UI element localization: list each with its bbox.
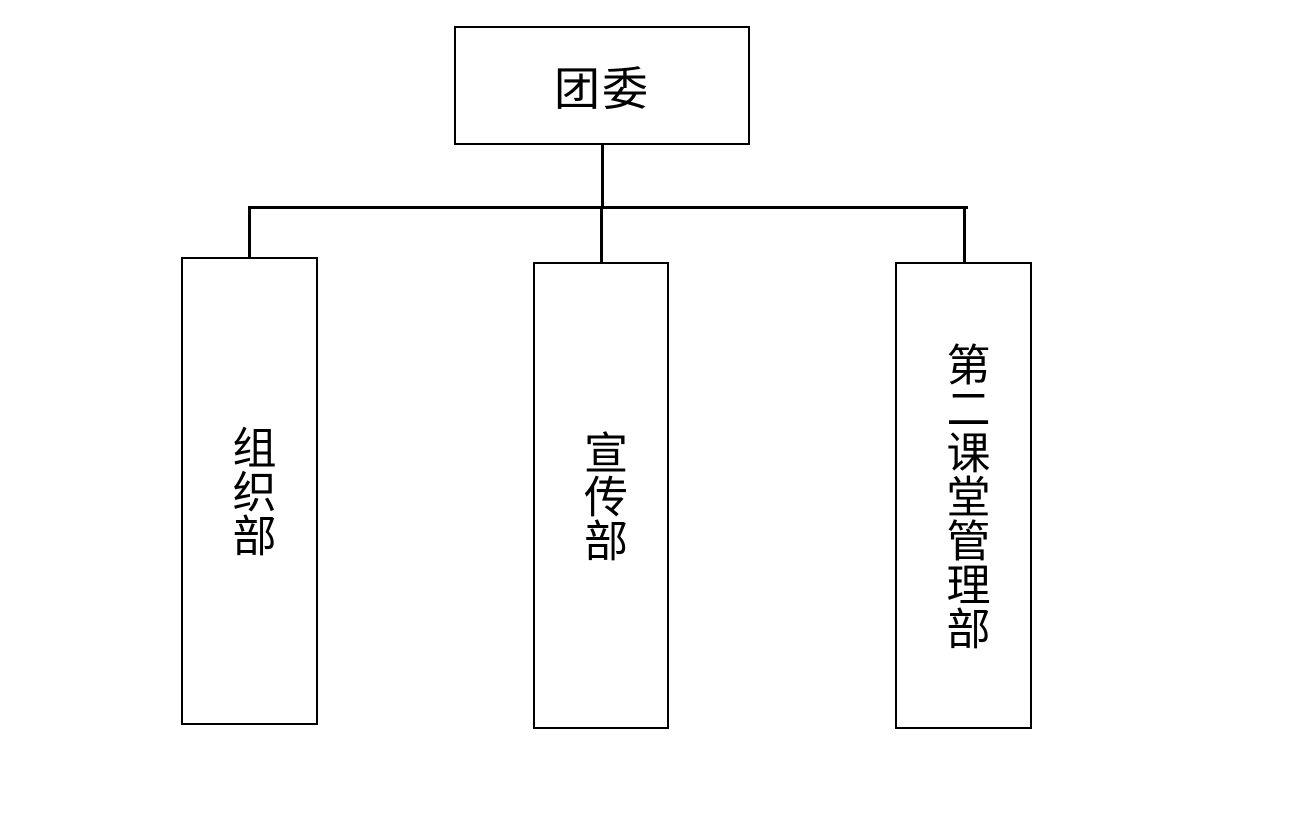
- child-node-publicity: 宣传部: [533, 262, 669, 729]
- child-node-label: 宣传部: [576, 429, 627, 562]
- root-stem-line: [601, 144, 604, 208]
- horizontal-connector-line: [248, 206, 968, 209]
- child-node-label: 第二课堂管理部: [938, 341, 990, 650]
- root-node-label: 团委: [554, 61, 650, 116]
- child-node-organization: 组织部: [181, 257, 318, 725]
- child-node-label: 组织部: [224, 425, 276, 557]
- child-node-second-classroom: 第二课堂管理部: [895, 262, 1032, 729]
- branch-line-3: [963, 206, 966, 264]
- branch-line-1: [248, 206, 251, 258]
- root-node: 团委: [454, 26, 750, 145]
- branch-line-2: [600, 206, 603, 264]
